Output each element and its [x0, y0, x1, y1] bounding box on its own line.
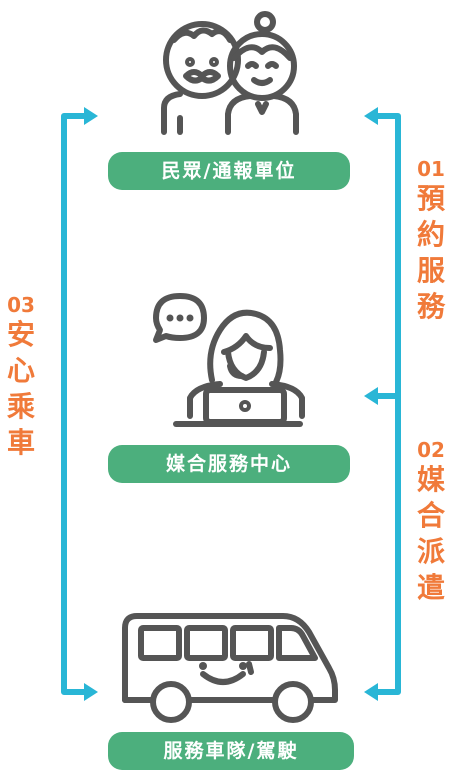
- arrowhead-bottom-left: [84, 683, 98, 701]
- step-02: 02 媒 合 派 遣: [412, 438, 450, 606]
- step-01-char: 服: [416, 254, 445, 287]
- arrowhead-bottom-right: [364, 683, 378, 701]
- step-01-number: 01: [417, 157, 445, 181]
- step-01: 01 預 約 服 務: [412, 157, 450, 325]
- step-02-number: 02: [417, 438, 445, 462]
- step-01-char: 預: [416, 182, 445, 215]
- arrowhead-top-right: [364, 107, 378, 125]
- right-connector-line: [369, 113, 401, 695]
- arrowhead-mid-right: [364, 387, 378, 405]
- elderly-couple-icon: [161, 11, 299, 135]
- step-02-char: 遣: [416, 571, 445, 604]
- step-02-char: 合: [416, 499, 445, 532]
- operator-icon: [153, 293, 305, 427]
- van-icon: [122, 613, 338, 723]
- left-connector-line: [61, 113, 88, 695]
- step-01-char: 約: [416, 218, 445, 251]
- node-dispatch-center: 媒合服務中心: [108, 445, 350, 483]
- step-03-char: 安: [6, 318, 35, 351]
- step-02-char: 媒: [416, 463, 445, 496]
- step-03-number: 03: [7, 293, 35, 317]
- step-03: 03 安 心 乘 車: [2, 293, 40, 461]
- step-03-char: 心: [6, 354, 35, 387]
- node-residents: 民眾/通報單位: [108, 152, 350, 190]
- step-02-char: 派: [416, 535, 445, 568]
- arrowhead-top-left: [84, 107, 98, 125]
- step-01-char: 務: [416, 290, 445, 323]
- node-fleet: 服務車隊/駕駛: [108, 732, 354, 770]
- step-03-char: 乘: [6, 390, 35, 423]
- step-03-char: 車: [6, 426, 35, 459]
